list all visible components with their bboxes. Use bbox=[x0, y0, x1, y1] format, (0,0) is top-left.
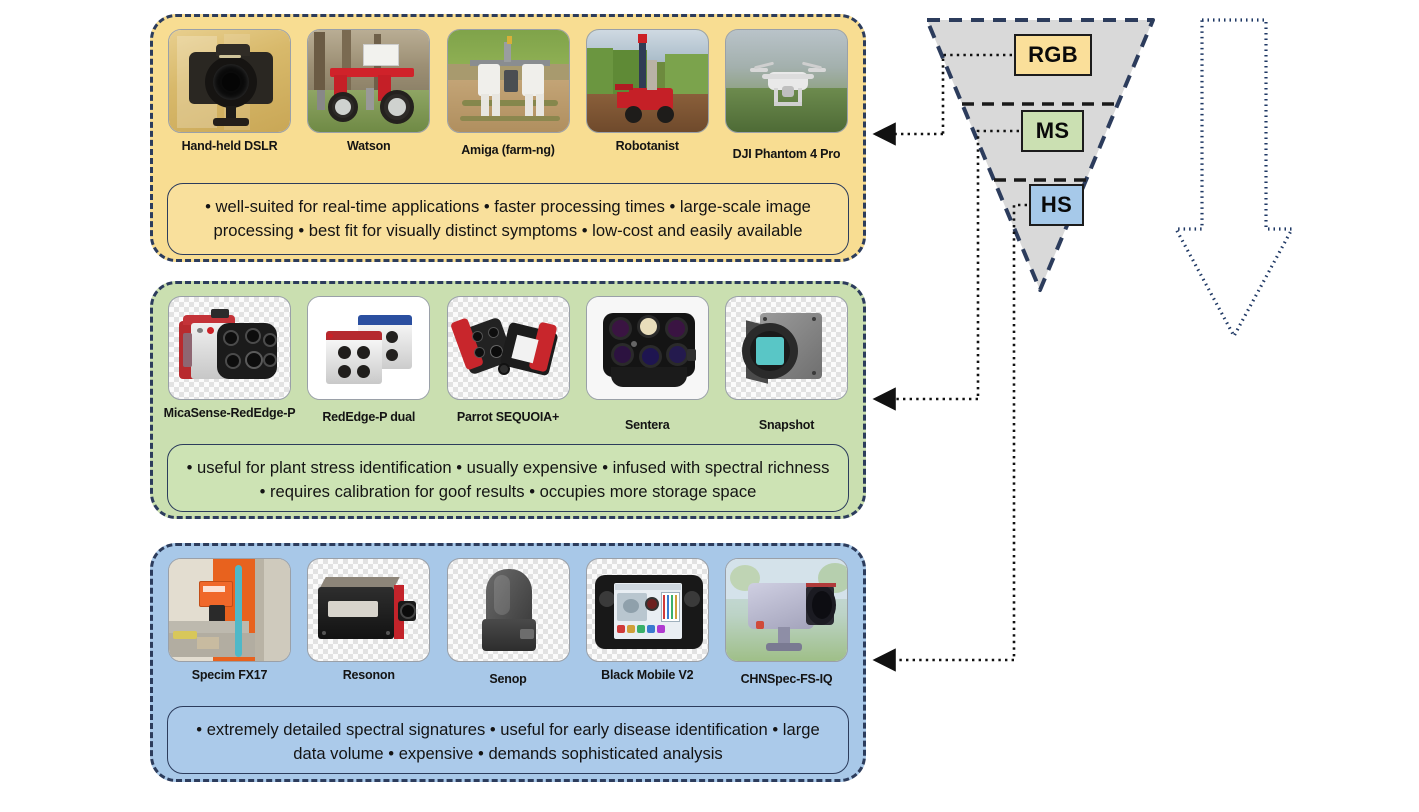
black-mobile-v2-photo bbox=[585, 558, 709, 662]
funnel-tag-rgb[interactable]: RGB bbox=[1014, 34, 1092, 76]
device-label: Senop bbox=[489, 672, 527, 686]
hs-bullets: • extremely detailed spectral signatures… bbox=[167, 706, 849, 774]
device-card-senop[interactable]: Senop bbox=[442, 558, 575, 686]
device-label: Specim FX17 bbox=[191, 668, 268, 682]
device-label: Snapshot bbox=[758, 418, 815, 432]
device-card-specim-fx17[interactable]: Specim FX17 bbox=[163, 558, 296, 682]
field-robot-watson-photo bbox=[307, 29, 431, 133]
device-label: MicaSense-RedEdge-P bbox=[163, 406, 296, 420]
device-card-dji-phantom[interactable]: DJI Phantom 4 Pro bbox=[720, 29, 853, 161]
specim-fx17-photo bbox=[168, 558, 291, 662]
sensing-complexity-label: Sensing complexity increases from RGB - … bbox=[1178, 0, 1298, 20]
device-card-chnspec-fs-iq[interactable]: CHNSpec-FS-IQ bbox=[720, 558, 853, 686]
resonon-camera-photo bbox=[307, 558, 431, 662]
device-card-parrot-sequoia[interactable]: Parrot SEQUOIA+ bbox=[442, 296, 575, 424]
device-label: Resonon bbox=[342, 668, 395, 682]
device-label: Hand-held DSLR bbox=[181, 139, 278, 153]
device-label: Watson bbox=[347, 139, 391, 153]
device-card-black-mobile-v2[interactable]: Black Mobile V2 bbox=[581, 558, 714, 682]
device-card-sentera[interactable]: Sentera bbox=[581, 296, 714, 432]
sensing-complexity-arrow bbox=[1166, 14, 1306, 344]
device-card-hand-held-dslr[interactable]: Hand-held DSLR bbox=[163, 29, 296, 153]
dji-phantom-drone-photo bbox=[725, 29, 848, 133]
device-card-snapshot[interactable]: Snapshot bbox=[720, 296, 853, 432]
device-label: Sentera bbox=[625, 418, 670, 432]
funnel-tag-ms[interactable]: MS bbox=[1021, 110, 1084, 152]
rgb-image-row: Hand-held DSLR bbox=[163, 29, 853, 161]
device-card-robotanist[interactable]: Robotanist bbox=[581, 29, 714, 153]
panel-rgb: Hand-held DSLR bbox=[150, 14, 866, 262]
funnel-tag-hs[interactable]: HS bbox=[1029, 184, 1084, 226]
device-label: RedEdge-P dual bbox=[322, 410, 416, 424]
device-label: Black Mobile V2 bbox=[601, 668, 694, 682]
device-card-watson[interactable]: Watson bbox=[302, 29, 435, 153]
panel-ms: MicaSense-RedEdge-P bbox=[150, 281, 866, 519]
device-label: Amiga (farm-ng) bbox=[461, 143, 555, 157]
rededge-p-dual-photo bbox=[307, 296, 431, 400]
device-card-amiga[interactable]: Amiga (farm-ng) bbox=[442, 29, 575, 157]
device-card-rededge-p-dual[interactable]: RedEdge-P dual bbox=[302, 296, 435, 424]
micasense-rededge-p-photo bbox=[168, 296, 291, 400]
rgb-bullets: • well-suited for real-time applications… bbox=[167, 183, 849, 255]
senop-camera-photo bbox=[446, 558, 570, 662]
parrot-sequoia-photo bbox=[446, 296, 570, 400]
ms-bullets: • useful for plant stress identification… bbox=[167, 444, 849, 512]
robotanist-robot-photo bbox=[585, 29, 709, 133]
dslr-camera-photo bbox=[168, 29, 291, 133]
snapshot-camera-photo bbox=[725, 296, 848, 400]
device-label: Robotanist bbox=[615, 139, 679, 153]
device-label: Parrot SEQUOIA+ bbox=[456, 410, 560, 424]
device-card-micasense-rededge-p[interactable]: MicaSense-RedEdge-P bbox=[163, 296, 296, 420]
ms-image-row: MicaSense-RedEdge-P bbox=[163, 296, 853, 432]
sentera-camera-photo bbox=[585, 296, 709, 400]
device-label: CHNSpec-FS-IQ bbox=[740, 672, 833, 686]
hs-image-row: Specim FX17 Resonon bbox=[163, 558, 853, 686]
chnspec-fs-iq-photo bbox=[725, 558, 848, 662]
device-card-resonon[interactable]: Resonon bbox=[302, 558, 435, 682]
arrow-line-2: from RGB - MS - HS bbox=[1201, 0, 1224, 20]
panel-hs: Specim FX17 Resonon bbox=[150, 543, 866, 782]
amiga-farm-robot-photo bbox=[446, 29, 570, 133]
arrow-line-1: Sensing complexity increases bbox=[1178, 0, 1201, 20]
device-label: DJI Phantom 4 Pro bbox=[732, 147, 841, 161]
